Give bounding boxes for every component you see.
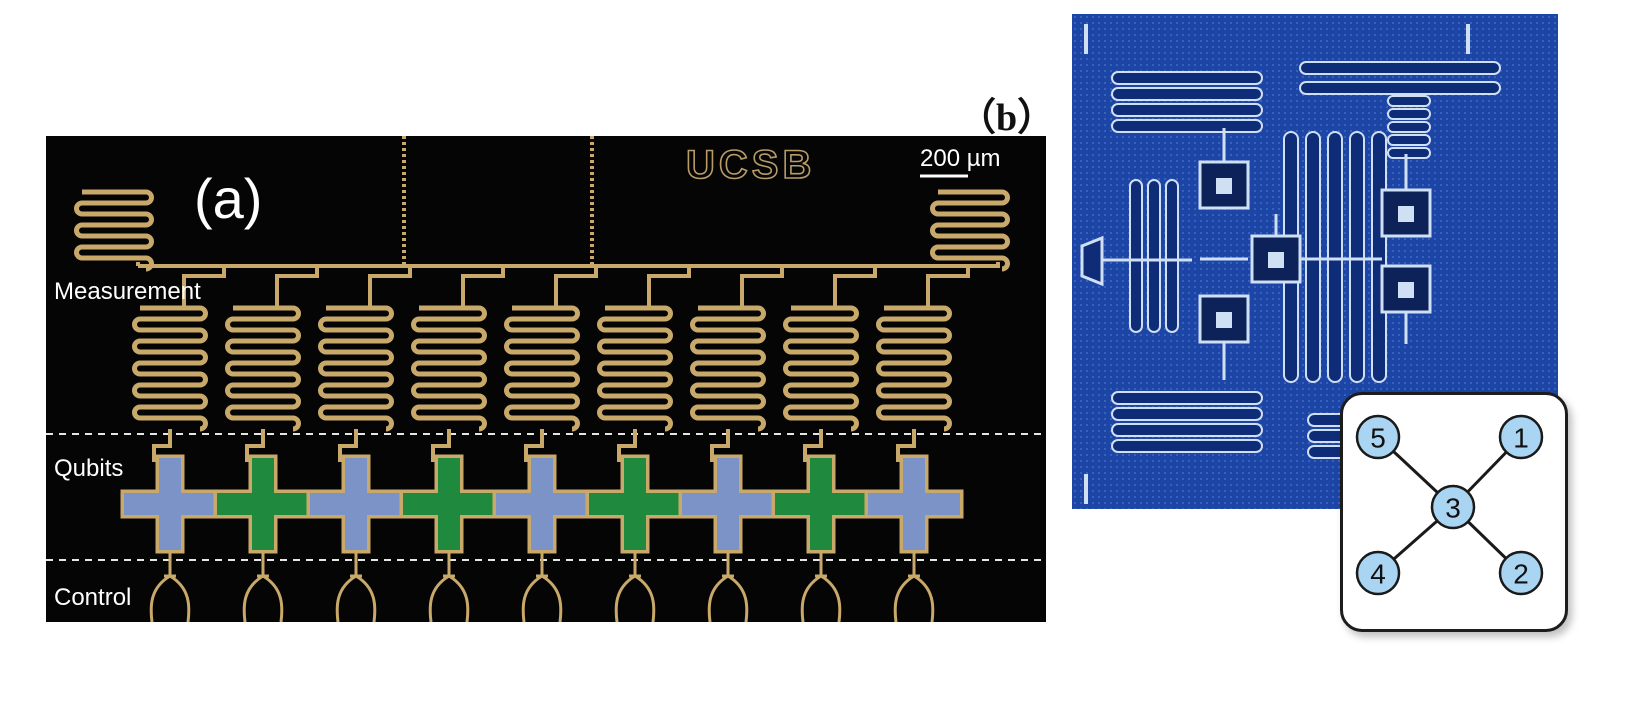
control-line xyxy=(707,550,749,623)
readout-resonator xyxy=(690,305,766,432)
node-1-label: 1 xyxy=(1513,423,1529,454)
scale-bar-label: 200 µm xyxy=(920,145,1001,172)
qubit-connectivity-inset: 5 1 3 4 2 xyxy=(1340,392,1568,632)
node-1 xyxy=(1498,414,1544,460)
qubit-2 xyxy=(217,458,309,550)
control-line xyxy=(428,550,470,623)
panel-a-chip-drawing: (a) UCSB 200 µm Measurement Qubits Contr… xyxy=(46,136,1046,623)
panel-a-label: (a) xyxy=(194,167,262,230)
node-4 xyxy=(1355,550,1401,596)
qubit-9 xyxy=(868,458,960,550)
readout-resonator xyxy=(876,305,952,432)
node-5 xyxy=(1355,414,1401,460)
ucsb-logo: UCSB xyxy=(686,143,815,187)
control-label: Control xyxy=(54,584,131,611)
node-3-label: 3 xyxy=(1445,493,1461,524)
qubit-1 xyxy=(124,458,216,550)
node-2-label: 2 xyxy=(1513,559,1529,590)
panel-a-chip-image: (a) UCSB 200 µm Measurement Qubits Contr… xyxy=(46,136,1046,623)
node-4-label: 4 xyxy=(1370,559,1386,590)
side-resonator-left xyxy=(74,189,154,272)
qubit-8 xyxy=(775,458,867,550)
qubit-7 xyxy=(682,458,774,550)
readout-resonator xyxy=(411,305,487,432)
node-3 xyxy=(1430,484,1476,530)
measurement-label: Measurement xyxy=(54,278,201,305)
control-line xyxy=(614,550,656,623)
qubit-3 xyxy=(310,458,402,550)
connectivity-graph: 5 1 3 4 2 xyxy=(1355,414,1544,596)
qubit-4 xyxy=(403,458,495,550)
readout-resonator xyxy=(318,305,394,432)
side-resonator-right xyxy=(930,189,1010,272)
node-5-label: 5 xyxy=(1370,423,1386,454)
qubit-5 xyxy=(496,458,588,550)
readout-resonator xyxy=(225,305,301,432)
readout-resonator xyxy=(132,305,208,432)
control-line xyxy=(893,550,935,623)
readout-resonator xyxy=(597,305,673,432)
node-2 xyxy=(1498,550,1544,596)
qubit-6 xyxy=(589,458,681,550)
control-line xyxy=(149,550,191,623)
panel-b-label: （b） xyxy=(958,97,1056,139)
qubits-label: Qubits xyxy=(54,455,123,482)
control-line xyxy=(242,550,284,623)
control-line xyxy=(335,550,377,623)
control-line xyxy=(521,550,563,623)
control-line xyxy=(800,550,842,623)
readout-resonator xyxy=(783,305,859,432)
readout-resonator xyxy=(504,305,580,432)
